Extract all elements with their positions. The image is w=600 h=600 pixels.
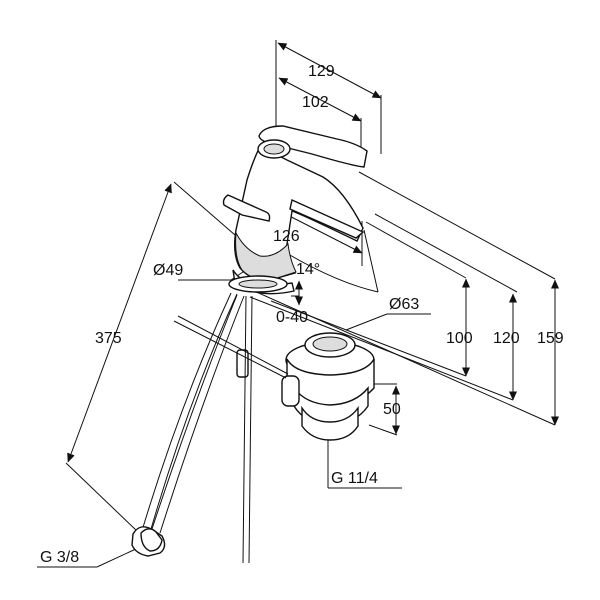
label-height-120: 120 (493, 330, 520, 347)
label-height-100: 100 (446, 330, 473, 347)
dimension-line-102 (278, 77, 362, 122)
label-waste-diameter: Ø63 (389, 296, 419, 313)
faucet-body (222, 125, 368, 295)
label-129: 129 (308, 63, 335, 80)
pop-up-waste (236, 332, 375, 441)
label-thread-waste: G 11/4 (331, 470, 378, 487)
label-height-range: 0-40 (276, 309, 308, 326)
pull-rod-and-hoses (131, 292, 289, 564)
label-height-159: 159 (537, 330, 564, 347)
label-angle: 14° (296, 261, 320, 278)
dimension-lines (37, 40, 559, 568)
dimension-line-129 (277, 42, 382, 99)
label-102: 102 (302, 94, 329, 111)
angle-arc (287, 253, 379, 293)
label-hose-length: 375 (95, 330, 122, 347)
dimension-labels: 129 102 126 14° Ø49 0-40 Ø63 50 100 120 … (40, 63, 564, 566)
label-126: 126 (273, 228, 300, 245)
label-waste-height: 50 (383, 401, 401, 418)
label-thread-hose: G 3/8 (40, 549, 79, 566)
dimension-line-375 (67, 183, 172, 463)
label-base-diameter: Ø49 (153, 262, 183, 279)
